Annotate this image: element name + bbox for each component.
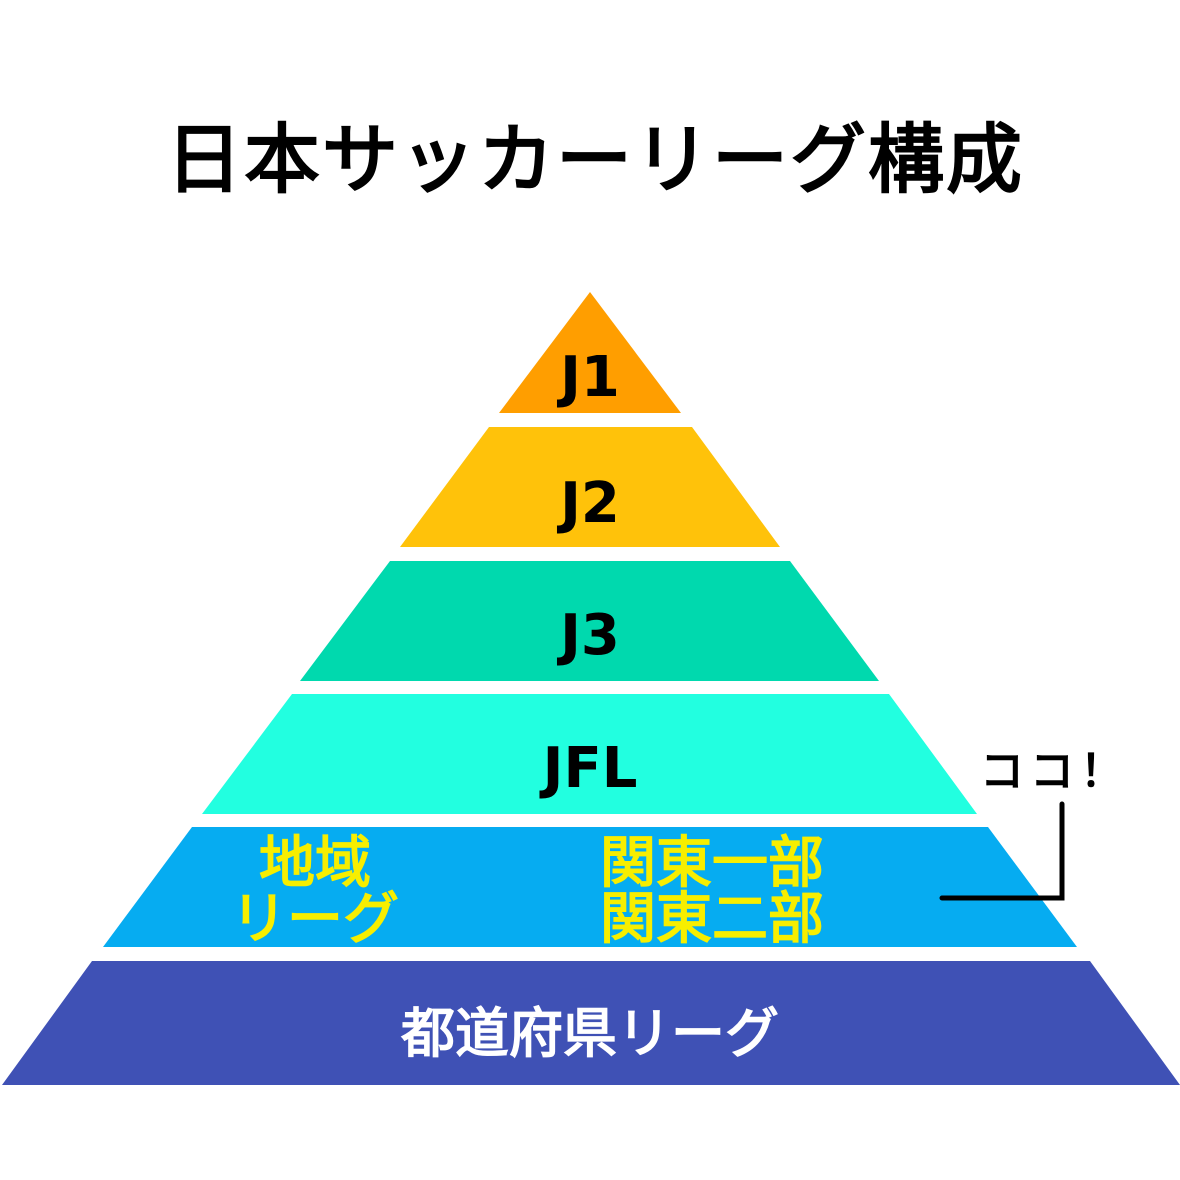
tier-regional-shape <box>103 827 1077 947</box>
tier-jfl: JFL <box>202 694 977 814</box>
tier-j1-label: J1 <box>556 345 620 410</box>
tier-j2-label: J2 <box>556 471 620 536</box>
tier-j3: J3 <box>300 561 879 681</box>
tier-prefectural-label: 都道府県リーグ <box>400 1002 779 1065</box>
tier-j3-shape <box>300 561 879 681</box>
tier-j3-label: J3 <box>556 603 620 668</box>
tier-j1: J1 <box>499 292 681 413</box>
callout-arrow-line <box>939 801 1065 901</box>
page-title: 日本サッカーリーグ構成 <box>166 115 1024 204</box>
tier-regional-label-line2: リーグ <box>231 887 399 952</box>
tier-prefectural-shape <box>2 961 1180 1085</box>
tier-regional-label-line1: 地域 <box>259 831 371 896</box>
tier-regional-kanto1: 関東一部 <box>600 831 824 896</box>
tier-j2-shape <box>400 427 780 547</box>
callout-text: ココ！ <box>980 746 1130 797</box>
tier-jfl-shape <box>202 694 977 814</box>
tier-regional-kanto2: 関東二部 <box>600 887 824 952</box>
tier-regional: 地域 リーグ 関東一部 関東二部 <box>103 827 1077 952</box>
tier-j2: J2 <box>400 427 780 547</box>
tier-prefectural: 都道府県リーグ <box>2 961 1180 1085</box>
tier-jfl-label: JFL <box>539 736 638 801</box>
callout: ココ！ <box>939 746 1130 901</box>
tier-j1-shape <box>499 292 681 413</box>
